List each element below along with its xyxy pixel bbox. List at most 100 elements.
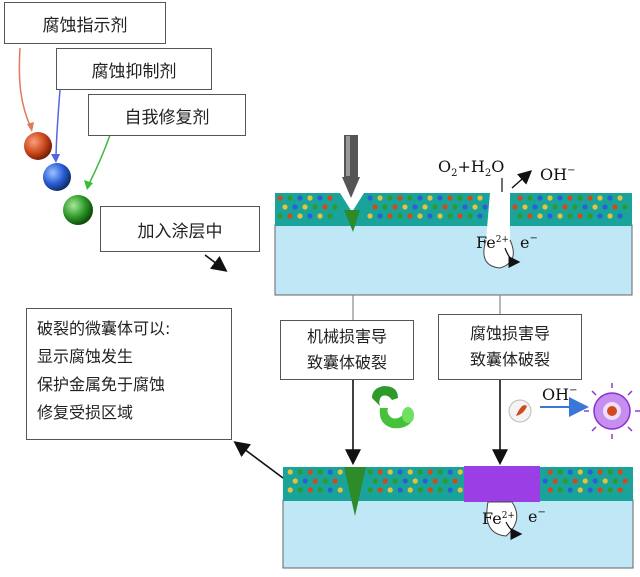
- coating-particle: [582, 204, 588, 210]
- mechanical-damage-label: 机械损害导 致囊体破裂: [280, 320, 414, 380]
- coating-particle: [302, 478, 308, 484]
- coating-particle: [377, 213, 383, 219]
- self-repair-capsule: [63, 195, 93, 225]
- broken-indicator-capsule: [508, 399, 532, 423]
- coating-particle: [617, 487, 623, 493]
- coating-particle: [392, 478, 398, 484]
- blue-guide-arrow: [55, 89, 61, 161]
- coating-particle: [557, 487, 563, 493]
- coating-particle: [417, 195, 423, 201]
- coating-particle: [372, 204, 378, 210]
- coating-particle: [277, 195, 283, 201]
- red-guide-arrowhead: [27, 122, 34, 132]
- coating-particle: [297, 487, 303, 493]
- chem-fe-top: Fe2+: [476, 233, 509, 252]
- coating-particle: [317, 469, 323, 475]
- coating-particle: [427, 469, 433, 475]
- coating-particle: [572, 478, 578, 484]
- coating-particle: [587, 487, 593, 493]
- corrosion-indicator-label: 腐蚀指示剂: [4, 2, 166, 44]
- coating-particle: [552, 478, 558, 484]
- coating-particle: [432, 204, 438, 210]
- coating-particle: [282, 204, 288, 210]
- coating-particle: [287, 195, 293, 201]
- coating-particle: [377, 487, 383, 493]
- coating-particle: [557, 469, 563, 475]
- coating-particle: [302, 204, 308, 210]
- coating-particle: [622, 478, 628, 484]
- chem-electron-top: e−: [520, 233, 538, 252]
- coating-particle: [327, 213, 333, 219]
- coating-particle: [287, 487, 293, 493]
- coating-particle: [397, 213, 403, 219]
- coating-particle: [337, 469, 343, 475]
- coating-particle: [517, 195, 523, 201]
- coating-particle: [397, 195, 403, 201]
- coating-particle: [567, 487, 573, 493]
- add-to-coating-label: 加入涂层中: [100, 206, 260, 252]
- coating-particle: [602, 478, 608, 484]
- coating-particle: [387, 195, 393, 201]
- coating-particle: [387, 487, 393, 493]
- top-fe-arrow: [504, 247, 521, 268]
- coating-particle: [292, 204, 298, 210]
- coating-particle: [437, 487, 443, 493]
- coating-particle: [447, 487, 453, 493]
- chem-electron-bottom: e−: [528, 507, 546, 526]
- coating-particle: [327, 195, 333, 201]
- top-coating-particles: [277, 195, 628, 219]
- top-oh-arrow: [511, 170, 533, 189]
- coating-particle: [452, 478, 458, 484]
- coating-particle: [452, 204, 458, 210]
- chem-fe-bottom: Fe2+: [482, 509, 515, 528]
- coating-particle: [407, 195, 413, 201]
- coating-particle: [332, 204, 338, 210]
- coating-particle: [292, 478, 298, 484]
- coating-particle: [447, 213, 453, 219]
- coating-particle: [457, 213, 463, 219]
- coating-particle: [557, 213, 563, 219]
- coating-particle: [407, 469, 413, 475]
- coating-particle: [412, 478, 418, 484]
- coating-particle: [327, 487, 333, 493]
- coating-particle: [617, 195, 623, 201]
- red-guide-arrow: [18, 47, 33, 131]
- coating-particle: [547, 487, 553, 493]
- coating-particle: [317, 213, 323, 219]
- coating-particle: [322, 478, 328, 484]
- coating-particle: [427, 213, 433, 219]
- coating-particle: [442, 478, 448, 484]
- coating-particle: [427, 487, 433, 493]
- coating-particle: [607, 213, 613, 219]
- broken-green-capsule: [372, 386, 414, 429]
- coating-particle: [537, 195, 543, 201]
- top-pit-outline: [483, 239, 514, 269]
- blue-guide-arrowhead: [51, 154, 60, 163]
- coating-particle: [612, 478, 618, 484]
- coating-particle: [522, 204, 528, 210]
- coating-particle: [622, 204, 628, 210]
- coating-particle: [577, 469, 583, 475]
- coating-particle: [572, 204, 578, 210]
- coating-particle: [307, 487, 313, 493]
- coating-particle: [477, 213, 483, 219]
- coating-particle: [567, 195, 573, 201]
- coating-particle: [307, 213, 313, 219]
- green-guide-arrowhead: [84, 180, 93, 190]
- coating-particle: [317, 487, 323, 493]
- top-coating-panel: [274, 193, 633, 296]
- coating-particle: [527, 213, 533, 219]
- coating-particle: [597, 469, 603, 475]
- coating-particle: [437, 469, 443, 475]
- coating-particle: [557, 195, 563, 201]
- coating-particle: [367, 213, 373, 219]
- coating-particle: [472, 204, 478, 210]
- coating-particle: [562, 204, 568, 210]
- coating-particle: [542, 204, 548, 210]
- coating-particle: [442, 204, 448, 210]
- coating-particle: [387, 213, 393, 219]
- coating-particle: [447, 195, 453, 201]
- coating-particle: [617, 469, 623, 475]
- coating-particle: [287, 469, 293, 475]
- purple-indicator-burst: [584, 383, 640, 439]
